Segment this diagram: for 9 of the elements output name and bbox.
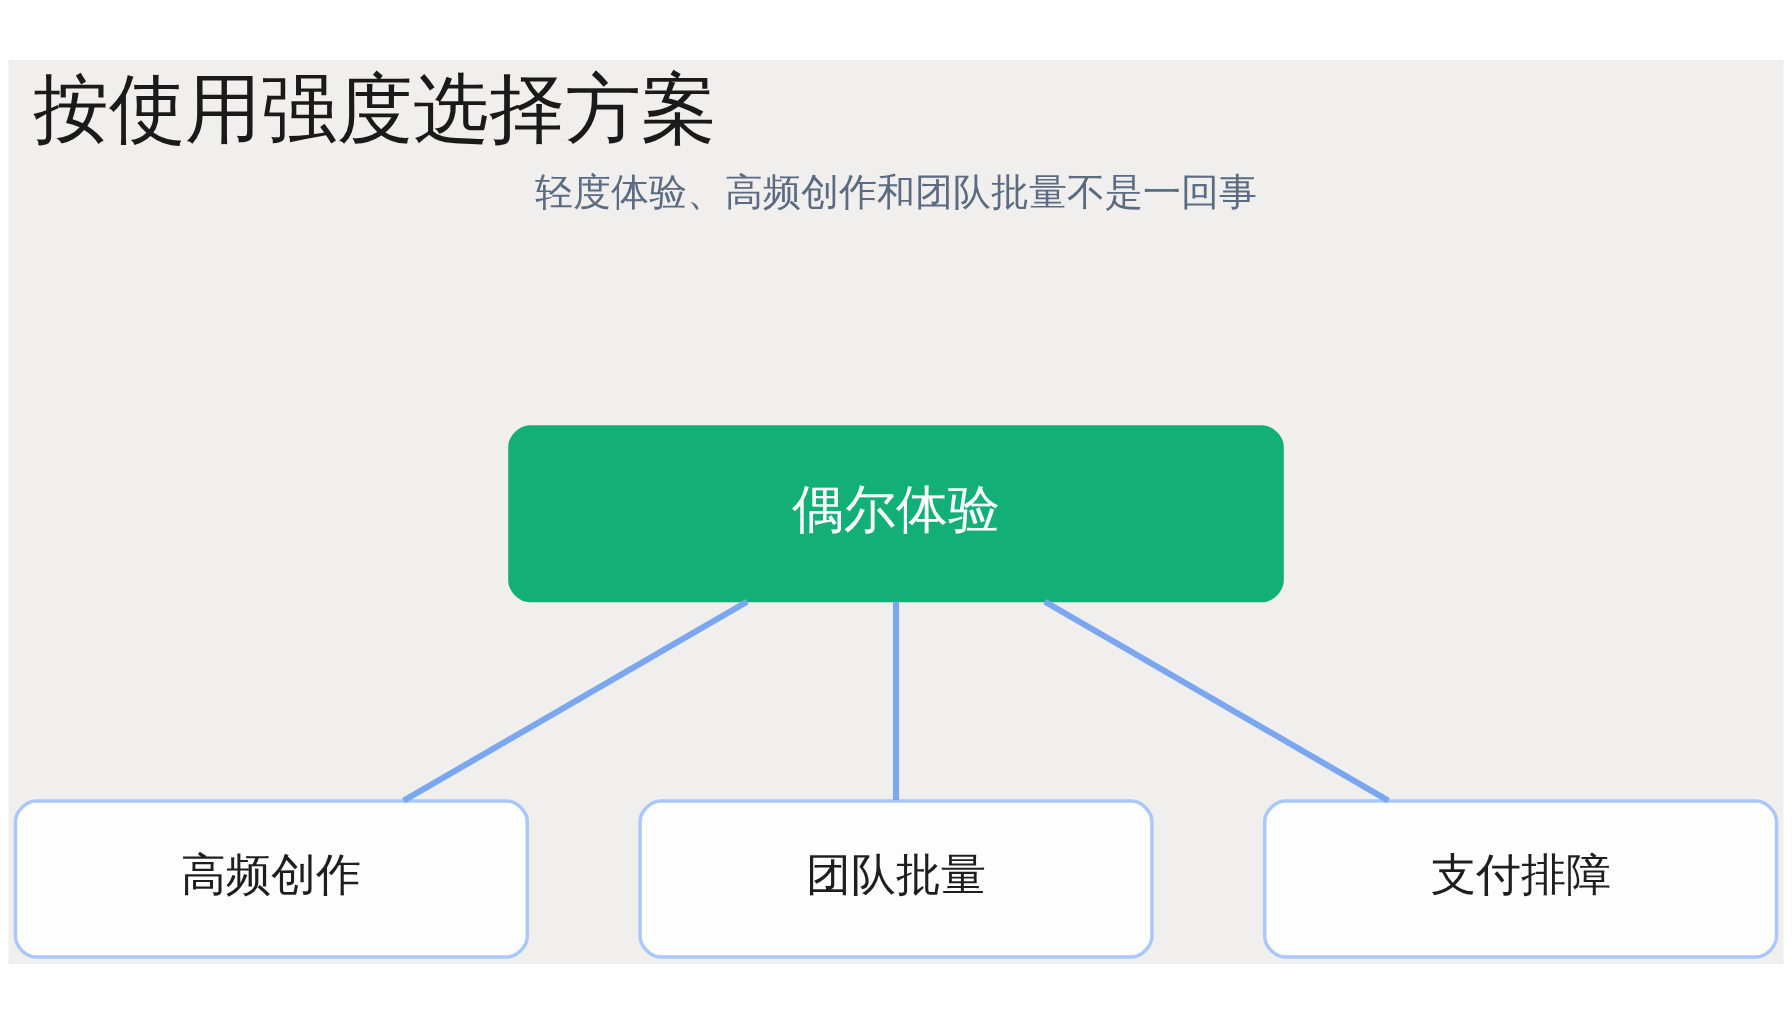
connector [402,599,749,804]
connector [1043,599,1390,804]
node-box: 团队批量 [638,799,1154,959]
node-box: 偶尔体验 [508,425,1284,603]
label: 轻度体验、高频创作和团队批量不是一回事 [535,170,1257,215]
connector [892,601,900,801]
diagram-title: 按使用强度选择方案 [33,63,718,153]
node-box: 高频创作 [13,799,530,959]
node-box: 支付排障 [1262,799,1779,959]
